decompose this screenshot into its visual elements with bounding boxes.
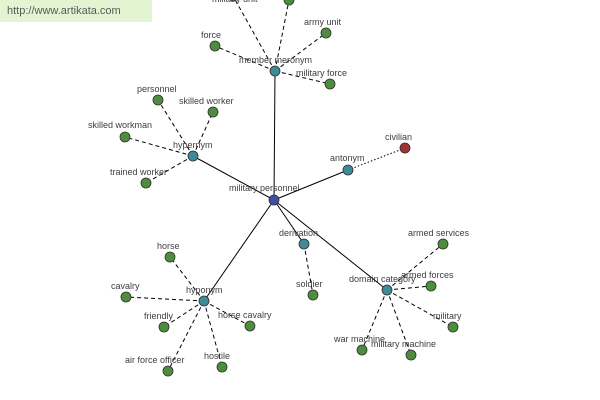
labels-layer: military personnel member meronym hypernym…: [88, 0, 470, 365]
edge-member-member-top: [274, 0, 290, 72]
leaf-label-military[interactable]: military: [433, 311, 462, 321]
leaf-node-force[interactable]: [209, 40, 221, 52]
edge-member-military-unit: [234, 0, 276, 72]
leaf-node-military-force[interactable]: [324, 78, 336, 90]
leaf-label-civilian[interactable]: civilian: [385, 132, 412, 142]
leaf-node-air-force-officer[interactable]: [162, 365, 174, 377]
leaf-label-personnel[interactable]: personnel: [137, 84, 177, 94]
relation-label-hypernym[interactable]: hypernym: [173, 140, 213, 150]
edges-layer: [124, 0, 454, 372]
edge-domain-war-machine: [361, 289, 388, 351]
leaf-node-skilled-worker[interactable]: [207, 106, 219, 118]
leaf-node-hostile[interactable]: [216, 361, 228, 373]
leaf-node-army-unit[interactable]: [320, 27, 332, 39]
relation-node-member[interactable]: [269, 65, 281, 77]
leaf-label-air-force-officer[interactable]: air force officer: [125, 355, 184, 365]
relation-node-antonym[interactable]: [342, 164, 354, 176]
leaf-label-hostile[interactable]: hostile: [204, 351, 230, 361]
leaf-node-trained-worker[interactable]: [140, 177, 152, 189]
leaf-label-military-machine[interactable]: military machine: [371, 339, 436, 349]
leaf-label-military-force[interactable]: military force: [296, 68, 347, 78]
edge-hypernym-trained-worker: [145, 155, 194, 184]
leaf-label-armed-services[interactable]: armed services: [408, 228, 470, 238]
leaf-label-cavalry[interactable]: cavalry: [111, 281, 140, 291]
leaf-node-friendly[interactable]: [158, 321, 170, 333]
edge-hypernym-skilled-workman: [124, 136, 194, 157]
leaf-label-horse-cavalry[interactable]: horse cavalry: [218, 310, 272, 320]
leaf-label-armed-forces[interactable]: armed forces: [401, 270, 454, 280]
leaf-label-war-machine[interactable]: war machine: [333, 334, 385, 344]
leaf-node-military-machine[interactable]: [405, 349, 417, 361]
relation-label-domain[interactable]: domain category: [349, 274, 416, 284]
relation-label-member[interactable]: member meronym: [239, 55, 312, 65]
relation-node-domain[interactable]: [381, 284, 393, 296]
leaf-label-force[interactable]: force: [201, 30, 221, 40]
edge-member-military-force: [274, 70, 331, 85]
relation-label-derivation[interactable]: derivation: [279, 228, 318, 238]
leaf-node-military[interactable]: [447, 321, 459, 333]
leaf-label-soldier[interactable]: soldier: [296, 279, 323, 289]
leaf-node-war-machine[interactable]: [356, 344, 368, 356]
center-node-label[interactable]: military personnel: [229, 183, 300, 193]
leaf-label-friendly[interactable]: friendly: [144, 311, 174, 321]
edge-domain-armed-services: [386, 243, 444, 291]
edge-hyponym-air-force-officer: [167, 300, 205, 372]
leaf-node-military-unit[interactable]: [228, 0, 238, 2]
relation-node-hyponym[interactable]: [198, 295, 210, 307]
relation-label-hyponym[interactable]: hyponym: [186, 285, 223, 295]
edge-domain-armed-forces: [386, 285, 432, 291]
nodes-layer: [119, 0, 459, 377]
leaf-label-army-unit[interactable]: army unit: [304, 17, 342, 27]
relation-node-hypernym[interactable]: [187, 150, 199, 162]
leaf-node-horse-cavalry[interactable]: [244, 320, 256, 332]
relation-label-antonym[interactable]: antonym: [330, 153, 365, 163]
edge-member-force: [214, 45, 276, 72]
edge-center-antonym: [273, 169, 349, 201]
leaf-node-personnel[interactable]: [152, 94, 164, 106]
edge-member-army-unit: [274, 32, 327, 72]
edge-hyponym-horse-cavalry: [203, 300, 251, 327]
leaf-node-armed-services[interactable]: [437, 238, 449, 250]
edge-center-hyponym: [203, 199, 275, 302]
url-banner[interactable]: http://www.artikata.com: [0, 0, 152, 22]
edge-domain-military-machine: [386, 289, 412, 356]
edge-center-derivation: [273, 199, 305, 245]
edge-center-domain: [273, 199, 388, 291]
edge-hyponym-hostile: [203, 300, 223, 368]
relation-node-derivation[interactable]: [298, 238, 310, 250]
edge-hypernym-skilled-worker: [192, 111, 214, 157]
edge-hyponym-cavalry: [125, 296, 205, 302]
leaf-node-skilled-workman[interactable]: [119, 131, 131, 143]
leaf-node-civilian[interactable]: [399, 142, 411, 154]
edge-domain-military: [386, 289, 454, 328]
edge-hyponym-friendly: [163, 300, 205, 328]
leaf-node-soldier[interactable]: [307, 289, 319, 301]
edge-derivation-soldier: [303, 243, 314, 296]
edge-center-member: [273, 70, 276, 201]
leaf-node-armed-forces[interactable]: [425, 280, 437, 292]
leaf-label-trained-worker[interactable]: trained worker: [110, 167, 167, 177]
leaf-node-horse[interactable]: [164, 251, 176, 263]
edge-center-hypernym: [192, 155, 275, 201]
leaf-label-skilled-worker[interactable]: skilled worker: [179, 96, 234, 106]
center-node[interactable]: [268, 194, 280, 206]
leaf-node-cavalry[interactable]: [120, 291, 132, 303]
leaf-label-skilled-workman[interactable]: skilled workman: [88, 120, 152, 130]
leaf-label-military-unit[interactable]: military unit: [212, 0, 258, 4]
leaf-node-member-top[interactable]: [283, 0, 295, 6]
leaf-label-horse[interactable]: horse: [157, 241, 180, 251]
edge-hyponym-horse: [169, 256, 205, 302]
